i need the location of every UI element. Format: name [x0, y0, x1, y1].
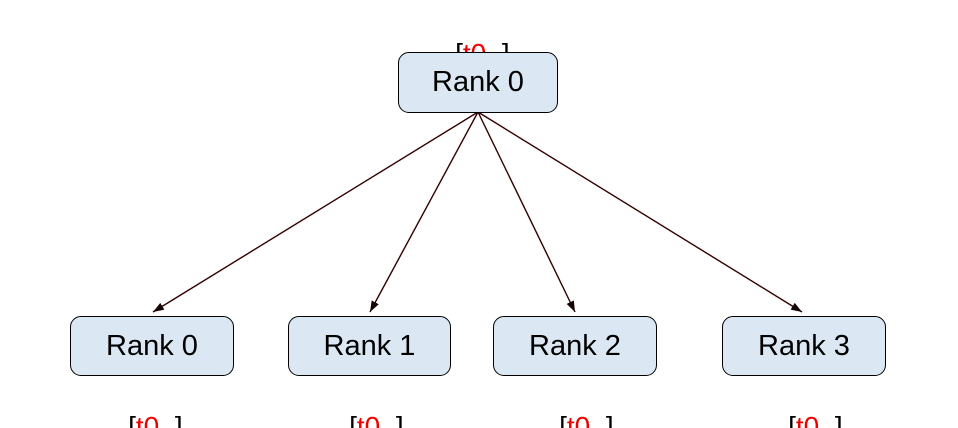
tag-close-bracket: , ]: [159, 411, 183, 428]
edge-root-to-rank3: [477, 111, 803, 313]
tag-close-bracket: , ]: [819, 411, 843, 428]
tag-close-bracket: , ]: [590, 411, 614, 428]
tag-open-bracket: [: [559, 411, 567, 428]
tag-close-bracket: , ]: [380, 411, 404, 428]
node-child-rank-2: Rank 2: [493, 316, 657, 376]
node-child-rank-0: Rank 0: [70, 316, 234, 376]
edge-root-to-rank2: [477, 111, 576, 313]
tag-open-bracket: [: [349, 411, 357, 428]
tag-value: t0: [566, 411, 591, 428]
node-root-rank-0: Rank 0: [398, 52, 558, 113]
rank2-tag-label: [t0, ]: [528, 385, 614, 428]
tag-value: t0: [135, 411, 160, 428]
node-label: Rank 2: [529, 329, 621, 362]
edge-root-to-rank0: [152, 111, 479, 313]
rank0-tag-label: [t0, ]: [97, 385, 183, 428]
tag-value: t0: [795, 411, 820, 428]
tag-open-bracket: [: [788, 411, 796, 428]
tag-value: t0: [356, 411, 381, 428]
node-label: Rank 3: [758, 329, 850, 362]
edge-root-to-rank1: [369, 111, 479, 313]
node-child-rank-3: Rank 3: [722, 316, 886, 376]
rank3-tag-label: [t0, ]: [757, 385, 843, 428]
tag-open-bracket: [: [128, 411, 136, 428]
node-label: Rank 1: [323, 329, 416, 362]
rank1-tag-label: [t0, ]: [318, 385, 404, 428]
node-label: Rank 0: [432, 66, 524, 98]
node-child-rank-1: Rank 1: [288, 316, 451, 376]
node-label: Rank 0: [106, 329, 198, 362]
